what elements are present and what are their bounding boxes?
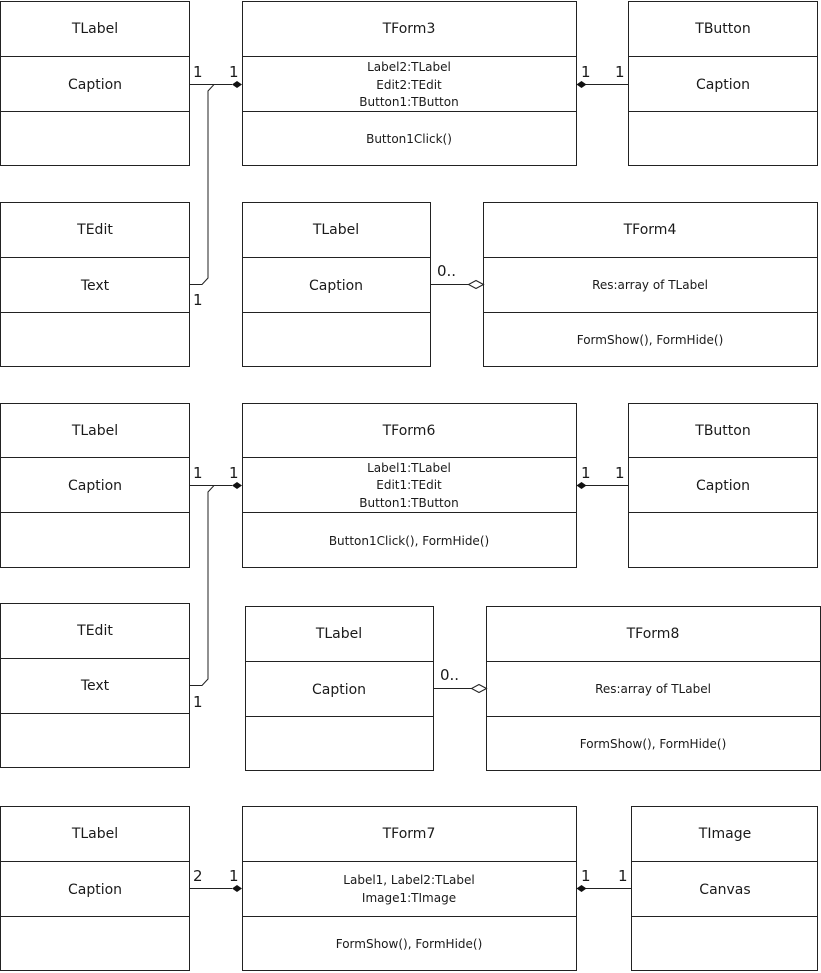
class-box-r1-tbutton: TButton Caption <box>628 1 818 166</box>
class-box-r5-tlabel: TLabel Caption <box>0 806 190 971</box>
class-name: TForm7 <box>382 826 436 842</box>
class-attribute: Edit2:TEdit <box>376 78 442 92</box>
class-attribute: Image1:TImage <box>362 891 456 905</box>
class-name: TEdit <box>76 222 113 238</box>
multiplicity-label: 1 <box>615 464 625 482</box>
class-attribute: Caption <box>696 478 750 494</box>
class-box-r4-tlabel: TLabel Caption <box>245 606 434 771</box>
class-attribute: Canvas <box>699 882 750 898</box>
class-name: TForm4 <box>623 222 677 238</box>
class-box-r5-tform7: TForm7 Label1, Label2:TLabel Image1:TIma… <box>242 806 577 971</box>
class-attribute: Caption <box>696 77 750 93</box>
class-attribute: Res:array of TLabel <box>592 278 708 292</box>
class-box-r3-tlabel: TLabel Caption <box>0 403 190 568</box>
class-attribute: Text <box>80 278 110 294</box>
class-name: TLabel <box>312 222 359 238</box>
composition-tlabel-tform7 <box>189 885 242 892</box>
multiplicity-label: 1 <box>193 63 203 81</box>
class-attribute: Caption <box>68 882 122 898</box>
class-box-r4-tedit: TEdit Text <box>0 603 190 768</box>
class-attribute: Button1:TButton <box>359 95 458 109</box>
class-box-r2-tlabel: TLabel Caption <box>242 202 431 367</box>
multiplicity-label: 1 <box>581 63 591 81</box>
class-method: Button1Click() <box>366 132 452 146</box>
composition-tbutton-tform3 <box>576 81 629 88</box>
multiplicity-label: 1 <box>193 693 203 711</box>
composition-timage-tform7 <box>576 885 632 892</box>
class-name: TButton <box>694 21 750 37</box>
class-method: FormShow(), FormHide() <box>336 937 483 951</box>
multiplicity-label: 1 <box>229 464 239 482</box>
class-attribute: Button1:TButton <box>359 496 458 510</box>
multiplicity-label: 1 <box>229 867 239 885</box>
class-name: TLabel <box>71 826 118 842</box>
multiplicity-label: 0.. <box>440 666 459 684</box>
class-attribute: Label2:TLabel <box>367 60 451 74</box>
class-name: TButton <box>694 423 750 439</box>
class-name: TEdit <box>76 623 113 639</box>
composition-tedit-tform3 <box>189 84 232 285</box>
class-name: TForm6 <box>382 423 436 439</box>
multiplicity-label: 1 <box>581 867 591 885</box>
multiplicity-label: 1 <box>193 464 203 482</box>
class-attribute: Label1:TLabel <box>367 461 451 475</box>
class-name: TLabel <box>71 423 118 439</box>
class-method: FormShow(), FormHide() <box>577 333 724 347</box>
class-attribute: Label1, Label2:TLabel <box>343 873 474 887</box>
class-name: TLabel <box>315 626 362 642</box>
class-method: Button1Click(), FormHide() <box>329 534 489 548</box>
multiplicity-label: 1 <box>193 291 203 309</box>
multiplicity-label: 0.. <box>437 262 456 280</box>
multiplicity-label: 1 <box>581 464 591 482</box>
composition-tedit-tform6 <box>189 485 232 686</box>
class-attribute: Caption <box>68 478 122 494</box>
class-attribute: Res:array of TLabel <box>595 682 711 696</box>
class-attribute: Edit1:TEdit <box>376 478 442 492</box>
class-attribute: Caption <box>312 682 366 698</box>
multiplicity-label: 1 <box>229 63 239 81</box>
multiplicity-label: 2 <box>193 867 203 885</box>
class-box-r5-timage: TImage Canvas <box>631 806 818 971</box>
class-box-r1-tform3: TForm3 Label2:TLabel Edit2:TEdit Button1… <box>242 1 577 166</box>
class-name: TLabel <box>71 21 118 37</box>
class-name: TForm8 <box>626 626 680 642</box>
class-box-r3-tform6: TForm6 Label1:TLabel Edit1:TEdit Button1… <box>242 403 577 568</box>
class-name: TImage <box>698 826 751 842</box>
class-box-r4-tform8: TForm8 Res:array of TLabel FormShow(), F… <box>486 606 821 771</box>
class-box-r3-tbutton: TButton Caption <box>628 403 818 568</box>
class-name: TForm3 <box>382 21 436 37</box>
multiplicity-label: 1 <box>615 63 625 81</box>
class-attribute: Caption <box>68 77 122 93</box>
class-attribute: Text <box>80 678 110 694</box>
aggregation-tlabel-tform4 <box>430 279 485 290</box>
class-box-r2-tform4: TForm4 Res:array of TLabel FormShow(), F… <box>483 202 818 367</box>
multiplicity-label: 1 <box>618 867 628 885</box>
class-attribute: Caption <box>309 278 363 294</box>
class-box-r1-tlabel: TLabel Caption <box>0 1 190 166</box>
class-box-r2-tedit: TEdit Text <box>0 202 190 367</box>
composition-tbutton-tform6 <box>576 482 629 489</box>
class-method: FormShow(), FormHide() <box>580 737 727 751</box>
aggregation-tlabel-tform8 <box>433 683 488 694</box>
